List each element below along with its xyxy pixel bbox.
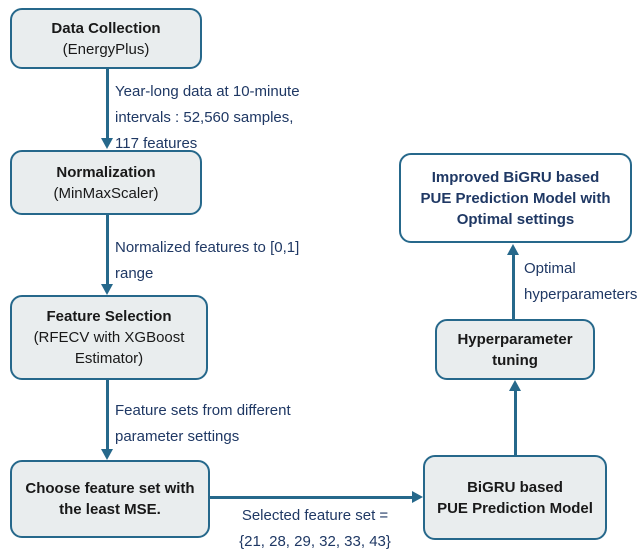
edge-label-line: intervals : 52,560 samples, bbox=[115, 109, 294, 126]
node-hyperparameter-tuning: Hyperparameter tuning bbox=[435, 319, 595, 380]
node-feature-selection: Feature Selection (RFECV with XGBoost Es… bbox=[10, 295, 208, 380]
edge-label-line: Normalized features to [0,1] bbox=[115, 239, 300, 256]
edge-label-line: Optimal bbox=[524, 260, 576, 277]
node-improved-model: Improved BiGRU based PUE Prediction Mode… bbox=[399, 153, 632, 243]
node-title: BiGRU based bbox=[467, 478, 563, 496]
edge-label-line: hyperparameters bbox=[524, 286, 638, 303]
edge-label-selection-to-choose: Feature sets from different parameter se… bbox=[115, 398, 291, 450]
node-subtitle: (EnergyPlus) bbox=[62, 40, 150, 58]
node-normalization-text: Normalization (MinMaxScaler) bbox=[53, 162, 158, 204]
node-normalization: Normalization (MinMaxScaler) bbox=[10, 150, 202, 215]
arrowhead-right-icon bbox=[412, 491, 423, 503]
node-subtitle: (RFECV with XGBoost bbox=[33, 329, 185, 346]
node-feature-selection-text: Feature Selection (RFECV with XGBoost Es… bbox=[34, 306, 185, 369]
node-title: Hyperparameter bbox=[457, 330, 573, 348]
edge-label-line: {21, 28, 29, 32, 33, 43} bbox=[239, 533, 391, 550]
node-title: Normalization bbox=[56, 163, 156, 181]
node-title: PUE Prediction Model bbox=[437, 499, 593, 517]
arrowhead-down-icon bbox=[101, 284, 113, 295]
edge-label-line: Selected feature set = bbox=[241, 507, 389, 524]
node-improved-model-text: Improved BiGRU based PUE Prediction Mode… bbox=[420, 167, 610, 230]
arrow-bigru-to-tuning bbox=[514, 389, 517, 455]
arrowhead-down-icon bbox=[101, 449, 113, 460]
edge-label-tuning-to-improved: Optimal hyperparameters bbox=[524, 256, 637, 308]
node-choose-feature-set: Choose feature set with the least MSE. bbox=[10, 460, 210, 538]
node-data-collection: Data Collection (EnergyPlus) bbox=[10, 8, 202, 69]
node-subtitle: (MinMaxScaler) bbox=[53, 184, 159, 202]
node-title: Optimal settings bbox=[456, 210, 575, 228]
edge-label-choose-to-bigru: Selected feature set = {21, 28, 29, 32, … bbox=[230, 503, 400, 552]
arrowhead-down-icon bbox=[101, 138, 113, 149]
edge-label-line: range bbox=[115, 265, 154, 282]
node-choose-feature-set-text: Choose feature set with the least MSE. bbox=[25, 478, 194, 520]
node-title: PUE Prediction Model with bbox=[420, 189, 611, 207]
arrow-tuning-to-improved bbox=[512, 253, 515, 319]
arrow-choose-to-bigru bbox=[210, 496, 413, 499]
node-title: the least MSE. bbox=[59, 501, 161, 518]
node-title: tuning bbox=[492, 351, 538, 369]
node-bigru-model: BiGRU based PUE Prediction Model bbox=[423, 455, 607, 540]
node-data-collection-text: Data Collection (EnergyPlus) bbox=[51, 18, 160, 60]
node-bigru-model-text: BiGRU based PUE Prediction Model bbox=[437, 477, 593, 519]
node-title: Data Collection bbox=[51, 19, 161, 37]
arrow-normalization-to-selection bbox=[106, 215, 109, 285]
node-subtitle: Estimator) bbox=[74, 350, 144, 367]
node-title: Improved BiGRU based bbox=[431, 168, 600, 186]
arrow-collection-to-normalization bbox=[106, 69, 109, 139]
node-title: Choose feature set with bbox=[25, 480, 195, 497]
edge-label-line: Year-long data at 10-minute bbox=[115, 83, 300, 100]
arrowhead-up-icon bbox=[507, 244, 519, 255]
edge-label-normalization-to-selection: Normalized features to [0,1] range bbox=[115, 235, 299, 287]
node-hyperparameter-tuning-text: Hyperparameter tuning bbox=[457, 329, 572, 371]
arrowhead-up-icon bbox=[509, 380, 521, 391]
edge-label-collection-to-normalization: Year-long data at 10-minute intervals : … bbox=[115, 79, 300, 157]
edge-label-line: Feature sets from different bbox=[115, 402, 291, 419]
node-title: Feature Selection bbox=[46, 308, 172, 325]
edge-label-line: parameter settings bbox=[115, 428, 240, 445]
arrow-selection-to-choose bbox=[106, 380, 109, 450]
edge-label-line: 117 features bbox=[115, 135, 198, 152]
